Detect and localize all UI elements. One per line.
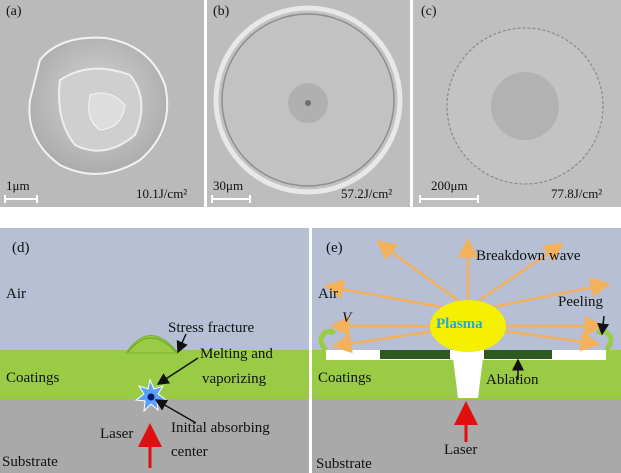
scale-bar-c <box>419 195 479 203</box>
fluence-label-c: 77.8J/cm² <box>551 186 603 201</box>
label-peeling: Peeling <box>558 294 603 310</box>
label-laser-e: Laser <box>444 442 478 458</box>
sem-panel-b: (b) 30μm 57.2J/cm² <box>207 0 410 207</box>
panel-a-letter: (a) <box>6 4 22 19</box>
sem-image-b <box>207 0 410 207</box>
diagram-d-graphic <box>0 228 309 473</box>
label-ablation: Ablation <box>486 372 539 388</box>
label-stress-fracture: Stress fracture <box>168 320 255 336</box>
diagram-e-graphic <box>312 228 621 473</box>
label-breakdown-wave: Breakdown wave <box>476 248 581 264</box>
sem-image-c <box>413 0 621 207</box>
label-melting-line2: vaporizing <box>202 371 267 387</box>
scale-label-c: 200μm <box>431 178 468 193</box>
label-melting-line1: Melting and <box>200 346 273 362</box>
plasma-ellipse <box>430 300 506 352</box>
panel-b-letter: (b) <box>213 4 230 19</box>
label-air-e: Air <box>318 286 338 302</box>
diagram-panel-e: (e) Air Coatings Substrate Breakdown wav… <box>312 228 621 473</box>
label-laser-d: Laser <box>100 426 134 442</box>
scale-bar-a <box>4 195 38 203</box>
label-velocity: V <box>342 310 352 326</box>
sem-panel-c: (c) 200μm 77.8J/cm² <box>413 0 621 207</box>
label-substrate-d: Substrate <box>2 454 58 470</box>
panel-e-letter: (e) <box>326 240 343 256</box>
scale-label-a: 1μm <box>6 178 30 193</box>
label-air-d: Air <box>6 286 26 302</box>
fluence-label-a: 10.1J/cm² <box>136 186 188 201</box>
diagram-panel-d: (d) Air Coatings Substrate Stress fractu… <box>0 228 309 473</box>
label-coatings-d: Coatings <box>6 370 60 386</box>
sem-image-a <box>0 0 204 207</box>
scale-bar-b <box>211 195 251 203</box>
label-initial-line1: Initial absorbing <box>171 420 270 436</box>
panel-c-letter: (c) <box>421 4 437 19</box>
label-plasma: Plasma <box>436 316 483 332</box>
label-substrate-e: Substrate <box>316 456 372 472</box>
sem-panel-a: (a) 1μm 10.1J/cm² <box>0 0 204 207</box>
panel-d-letter: (d) <box>12 240 30 256</box>
fluence-label-b: 57.2J/cm² <box>341 186 393 201</box>
scale-label-b: 30μm <box>213 178 244 193</box>
label-coatings-e: Coatings <box>318 370 372 386</box>
label-initial-line2: center <box>171 444 208 460</box>
